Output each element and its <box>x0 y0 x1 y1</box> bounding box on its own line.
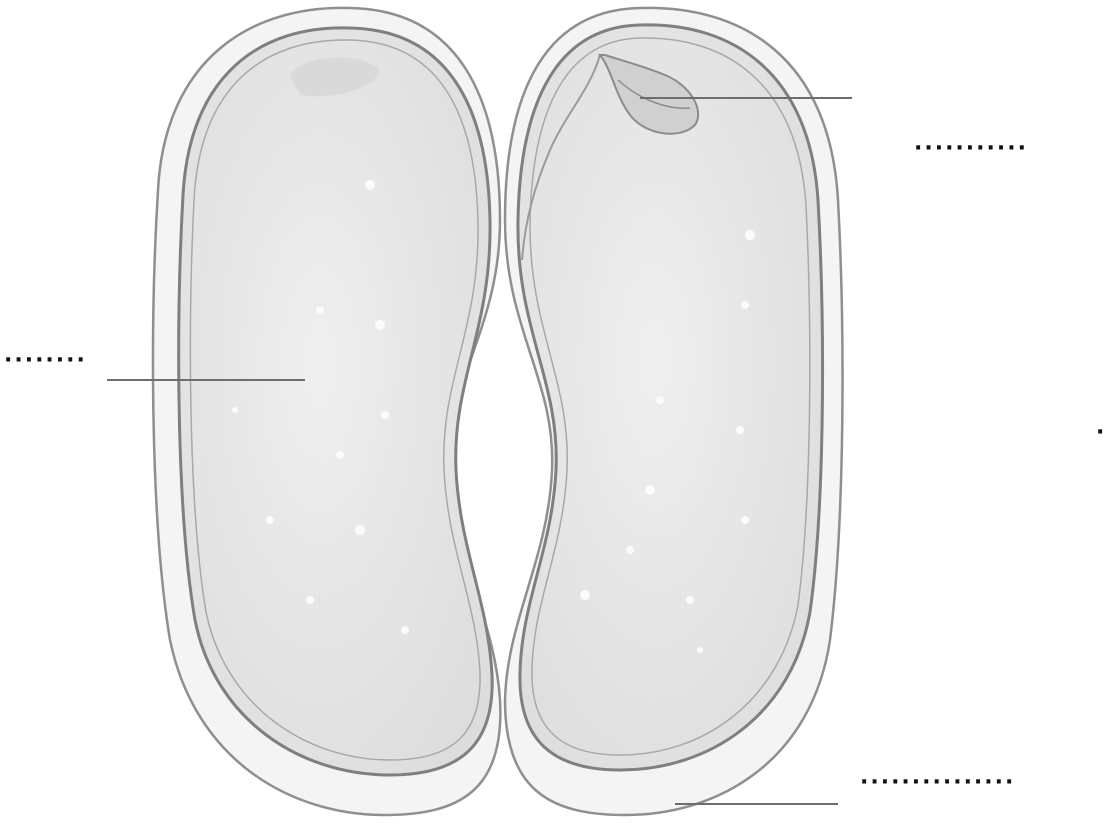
left-seed-half <box>153 8 500 815</box>
label-blank-left: ········ <box>4 350 87 372</box>
left-cotyledon <box>179 28 492 775</box>
right-cotyledon <box>518 25 823 770</box>
label-blank-bottom-right: ··············· <box>860 772 1015 794</box>
label-blank-mid-right: · <box>1096 422 1106 444</box>
label-blank-top-right: ··········· <box>914 138 1028 160</box>
right-seed-half <box>505 8 843 815</box>
